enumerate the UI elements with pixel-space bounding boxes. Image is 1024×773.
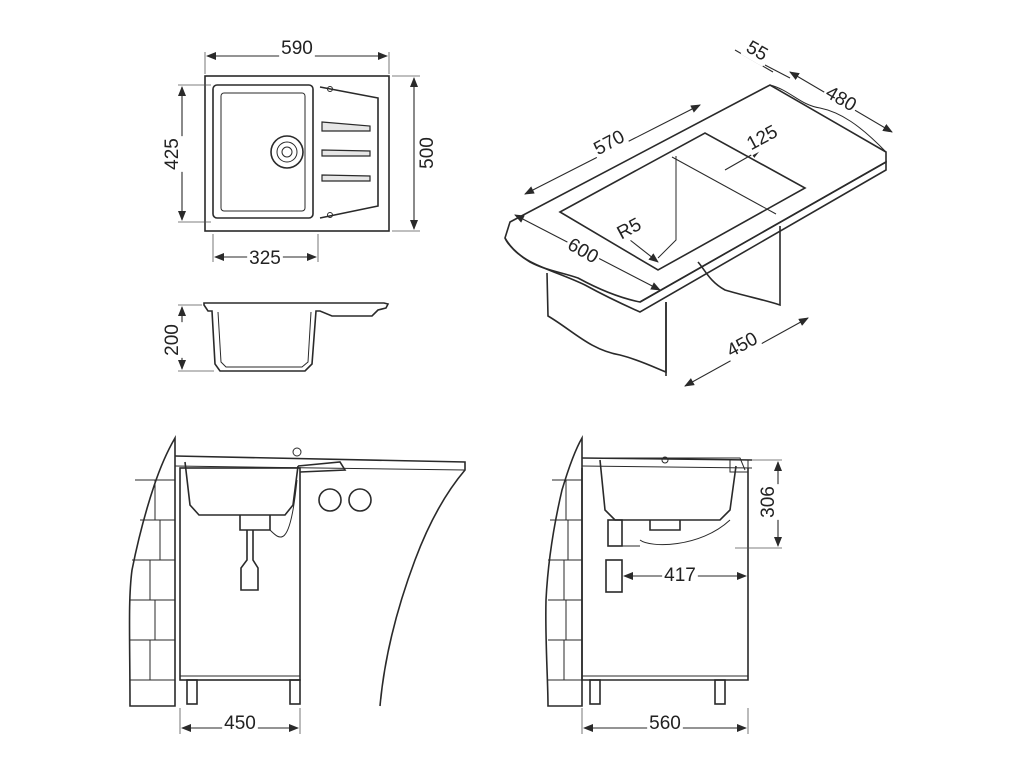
label-backing <box>417 135 438 171</box>
siphon <box>607 519 623 547</box>
dim-bowl-width: 325 <box>249 248 281 269</box>
side-profile: 200 <box>162 302 390 372</box>
bowl-inner <box>220 92 306 212</box>
isometric-view: 55 480 570 125 R5 600 450 <box>504 35 893 387</box>
tap-icon <box>292 447 302 457</box>
sink-outline <box>204 75 390 232</box>
side-section: 306 417 560 <box>545 435 782 734</box>
overflow-hose <box>639 519 731 546</box>
dim-drain-offset: 417 <box>664 565 696 586</box>
drainboard-rib <box>321 121 371 132</box>
cabinet <box>581 468 749 681</box>
dim-cabinet-depth: 560 <box>649 713 681 734</box>
tap-hole-icon <box>327 86 333 92</box>
cabinet-foot <box>289 679 301 705</box>
cabinet-foot <box>186 679 198 705</box>
label-backing <box>662 565 698 586</box>
overflow-hole-icon <box>327 212 333 218</box>
cabinet-foot <box>714 679 726 705</box>
dim-depth: 200 <box>162 324 183 356</box>
dim-cabinet-width: 450 <box>224 713 256 734</box>
wall <box>545 435 583 707</box>
dim-overall-depth: 500 <box>417 137 438 169</box>
bowl-outer <box>212 84 314 219</box>
label-backing <box>741 120 784 156</box>
dim-cutout-thickness: 55 <box>742 37 771 66</box>
label-backing <box>820 81 862 118</box>
hole-icon <box>348 488 372 512</box>
cabinet-front <box>546 272 667 374</box>
label-backing <box>740 35 773 67</box>
label-backing <box>721 327 764 363</box>
label-backing <box>222 713 258 734</box>
dim-overall-width: 590 <box>281 38 313 59</box>
dim-height: 306 <box>758 486 779 518</box>
cabinet <box>179 467 301 681</box>
tap-icon <box>661 456 669 464</box>
drainboard-outline <box>319 86 379 219</box>
front-section: 450 <box>128 435 466 734</box>
countertop <box>174 455 466 707</box>
cabinet-side <box>697 226 781 307</box>
drain-icon <box>270 135 304 169</box>
siphon <box>240 530 259 591</box>
drainboard-rib <box>321 149 371 157</box>
top-view: 590 500 425 325 <box>162 38 438 269</box>
label-backing <box>647 713 683 734</box>
drain-icon <box>649 520 681 531</box>
drainboard-rib <box>321 174 371 182</box>
label-backing <box>758 484 779 520</box>
sink-bowl <box>599 459 737 521</box>
label-backing <box>162 322 183 358</box>
label-backing <box>162 136 183 172</box>
label-backing <box>279 38 315 59</box>
countertop <box>504 84 887 303</box>
sink-profile <box>203 302 390 372</box>
hole-icon <box>318 488 342 512</box>
wall <box>128 435 176 707</box>
sink-bowl <box>184 461 299 516</box>
label-backing <box>247 248 283 269</box>
cabinet-foot <box>589 679 601 705</box>
label-backing <box>562 233 604 270</box>
dim-bowl-depth: 425 <box>162 138 183 170</box>
drain-icon <box>239 515 271 531</box>
label-backing <box>588 125 631 161</box>
